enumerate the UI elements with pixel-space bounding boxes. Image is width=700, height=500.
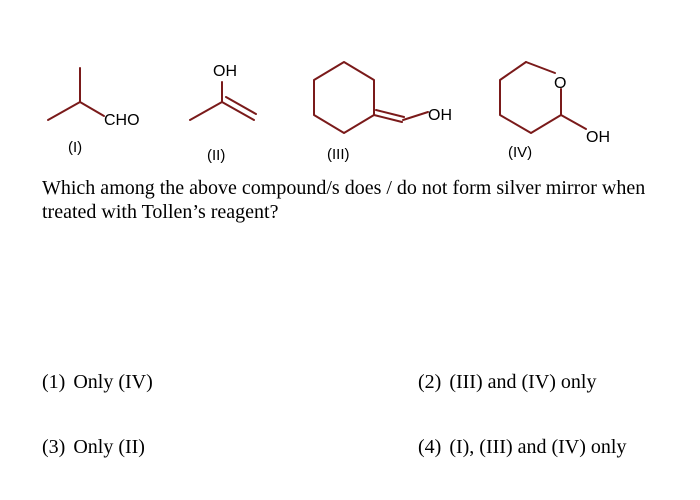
compound-iv-bond-oh bbox=[560, 114, 587, 130]
compound-iii-oh-label: OH bbox=[428, 107, 452, 124]
compound-iv-ring-bonds bbox=[499, 61, 562, 134]
compound-i-caption: (I) bbox=[68, 139, 82, 156]
compound-ii-oh-label: OH bbox=[213, 63, 237, 80]
compound-iii-structure: OH (III) bbox=[313, 61, 452, 163]
compound-iii-ring bbox=[313, 61, 375, 134]
compound-iii-bond-double-b bbox=[375, 109, 405, 118]
compound-iii-bond-oh bbox=[402, 111, 429, 121]
compound-iv-bond-1 bbox=[525, 61, 556, 74]
compound-ii-caption: (II) bbox=[207, 147, 225, 164]
compound-iv-structure: O OH (IV) bbox=[499, 61, 610, 161]
option-3-text: Only (II) bbox=[73, 436, 145, 458]
option-4-text: (I), (III) and (IV) only bbox=[449, 436, 627, 458]
compound-i-bond-chain bbox=[47, 101, 105, 121]
compound-i-cho-label: CHO bbox=[104, 112, 140, 129]
compound-iv-caption: (IV) bbox=[508, 144, 532, 161]
compound-ii-structure: OH (II) bbox=[189, 63, 257, 164]
option-2-number: (2) bbox=[418, 371, 442, 393]
option-1-text: Only (IV) bbox=[73, 371, 153, 393]
compound-iii-caption: (III) bbox=[327, 146, 350, 163]
compound-ii-bond-double-b bbox=[225, 96, 257, 115]
option-4[interactable]: (4) (I), (III) and (IV) only bbox=[418, 436, 626, 459]
compound-ii-bond-double-a bbox=[221, 101, 255, 121]
option-2-text: (III) and (IV) only bbox=[449, 371, 597, 393]
compound-ii-bond-methyl bbox=[189, 101, 223, 121]
option-1-number: (1) bbox=[42, 371, 66, 393]
compound-iv-ring-oxygen-label: O bbox=[554, 75, 566, 92]
compound-i-structure: CHO (I) bbox=[47, 67, 140, 156]
option-4-number: (4) bbox=[418, 436, 442, 458]
option-2[interactable]: (2) (III) and (IV) only bbox=[418, 371, 597, 394]
chemical-structures: CHO (I) OH (II) OH (III) O bbox=[47, 61, 610, 164]
option-3-number: (3) bbox=[42, 436, 66, 458]
question-text: Which among the above compound/s does / … bbox=[42, 177, 646, 223]
compound-iv-oh-label: OH bbox=[586, 129, 610, 146]
compound-iii-bond-double-a bbox=[373, 114, 403, 123]
option-1[interactable]: (1) Only (IV) bbox=[42, 371, 153, 394]
option-3[interactable]: (3) Only (II) bbox=[42, 436, 145, 459]
